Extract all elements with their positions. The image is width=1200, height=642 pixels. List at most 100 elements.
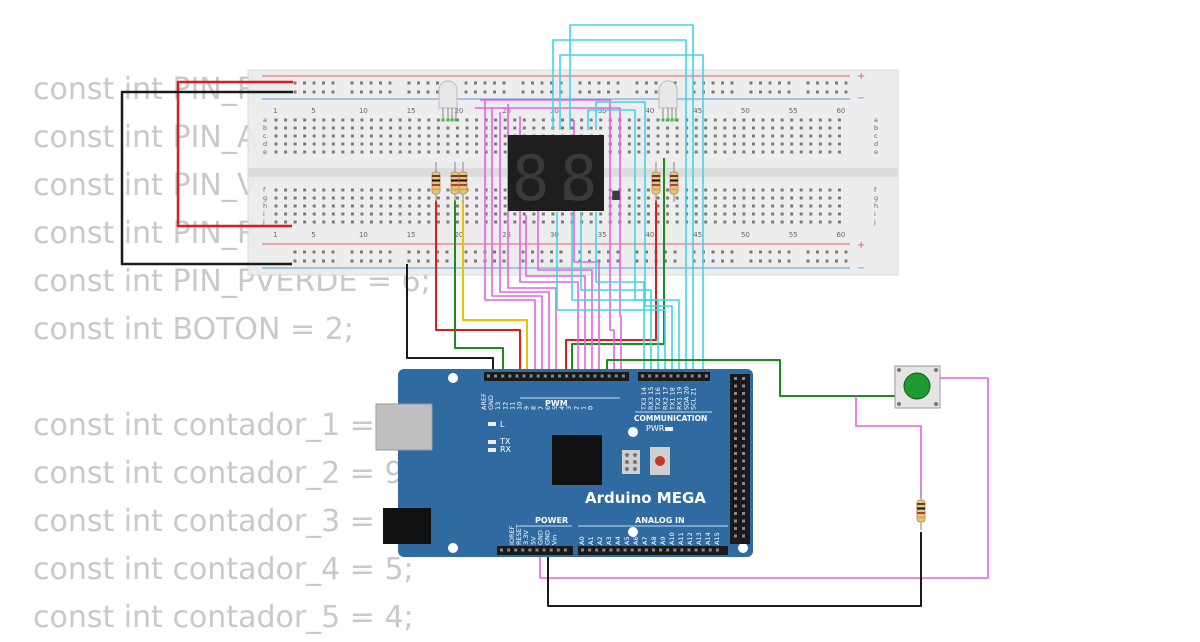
rail-plus-bottom: + [857, 240, 865, 251]
column-number: 50 [741, 231, 750, 239]
row-letter: e [263, 148, 267, 156]
power-label: POWER [535, 516, 568, 525]
pin-label: 12 [501, 402, 509, 410]
row-letter: g [263, 194, 267, 202]
microcontroller-chip [552, 435, 602, 485]
column-number: 1 [273, 231, 277, 239]
pwm-label: PWM [545, 399, 568, 408]
wire-green-button [606, 359, 895, 397]
pin-label: 1 [579, 406, 587, 410]
wire-magenta-9 [480, 99, 615, 376]
column-number: 30 [550, 231, 559, 239]
wire-magenta-5v [539, 377, 989, 579]
pin-label: GND [487, 395, 495, 410]
pin-label: A14 [704, 532, 712, 545]
row-letter: i [263, 210, 265, 218]
row-letter: b [263, 124, 267, 132]
wire-red-5v [176, 80, 293, 228]
row-letter: a [874, 116, 878, 124]
column-number: 5 [311, 107, 315, 115]
pin-label: 6 [544, 406, 552, 410]
code-line: const int contador_5 = 4; [33, 600, 414, 635]
pin-label: TX3 14 [640, 387, 648, 411]
column-number: 50 [741, 107, 750, 115]
rgb-led-right [658, 80, 678, 120]
resistor-led-right-1 [651, 162, 661, 202]
wires [120, 24, 989, 607]
pin-label: A13 [695, 532, 703, 545]
pin-label: 9 [523, 406, 531, 410]
pin-label: 7 [537, 406, 545, 410]
pin-label: A5 [623, 536, 631, 545]
pin-label: SDA 20 [683, 386, 691, 410]
pin-label: TX1 18 [668, 387, 676, 411]
pin-label: A15 [713, 532, 721, 545]
wire-cyan-1 [569, 24, 694, 376]
row-letter: e [874, 148, 878, 156]
wire-yellow-led-left [462, 200, 528, 376]
code-line: const int PIN_R [33, 216, 258, 251]
resistor-led-left-3 [458, 162, 468, 202]
wire-cyan-9 [595, 212, 645, 376]
row-letter: d [874, 140, 878, 148]
resistor-led-left-2 [450, 162, 460, 202]
communication-label: COMMUNICATION [634, 414, 707, 423]
column-number: 1 [273, 107, 277, 115]
pin-label: A8 [650, 536, 658, 545]
pin-label: 8 [530, 406, 538, 410]
pin-label: AREF [480, 393, 488, 410]
row-letter: i [874, 210, 876, 218]
code-line: const int contador_4 = 5; [33, 552, 414, 587]
column-number: 30 [550, 107, 559, 115]
pin-label: A6 [632, 536, 640, 545]
wire-green-led-right [571, 158, 665, 376]
resistor-button-pulldown [916, 490, 926, 530]
column-number: 5 [311, 231, 315, 239]
wire-red-led-left [435, 200, 521, 376]
code-line: const int PIN_A [33, 120, 258, 155]
wire-cyan-2 [559, 54, 704, 376]
column-number: 35 [598, 107, 607, 115]
wire-cyan-7 [571, 212, 659, 376]
wire-black-res-gnd [547, 532, 922, 607]
code-line: const int contador_1 = [33, 408, 375, 443]
code-line: const int PIN_R [33, 72, 258, 107]
code-line: const int PIN_PVERDE = 6; [33, 264, 431, 299]
column-number: 20 [454, 107, 463, 115]
row-letter: j [873, 218, 876, 226]
seven-segment-digit-2: 8. [560, 142, 635, 215]
column-number: 10 [359, 231, 368, 239]
column-number: 25 [502, 107, 511, 115]
column-number: 40 [645, 231, 654, 239]
code-line: const int contador_3 = 8 [33, 504, 404, 539]
column-number: 45 [693, 231, 702, 239]
row-letter: g [874, 194, 878, 202]
column-number: 10 [359, 107, 368, 115]
usb-port [375, 403, 433, 451]
wire-black-arduino [406, 264, 494, 376]
pwr-label: PWR [646, 424, 665, 433]
pin-label: SCL 21 [690, 387, 698, 410]
wire-cyan-8 [580, 212, 652, 376]
row-letter: c [874, 132, 878, 140]
pin-label: A0 [578, 536, 586, 545]
pin-label: 13 [494, 402, 502, 410]
wire-cyan-5 [595, 101, 673, 376]
pin-label: A7 [641, 536, 649, 545]
wire-magenta-3 [499, 112, 550, 376]
wire-green-led-left [454, 200, 504, 376]
led-rx-label: RX [500, 445, 512, 454]
rail-minus-top: − [857, 93, 865, 104]
wire-magenta-7 [537, 210, 593, 376]
pin-label: A9 [659, 536, 667, 545]
pin-label: 4 [558, 406, 566, 410]
pin-label: A4 [614, 536, 622, 545]
pin-label: Vin [551, 535, 559, 545]
wire-magenta-2 [491, 108, 543, 376]
pin-label: A10 [668, 532, 676, 545]
pin-label: A12 [686, 532, 694, 545]
column-number: 55 [789, 107, 798, 115]
pin-label: 3 [565, 406, 573, 410]
row-letter: b [874, 124, 878, 132]
